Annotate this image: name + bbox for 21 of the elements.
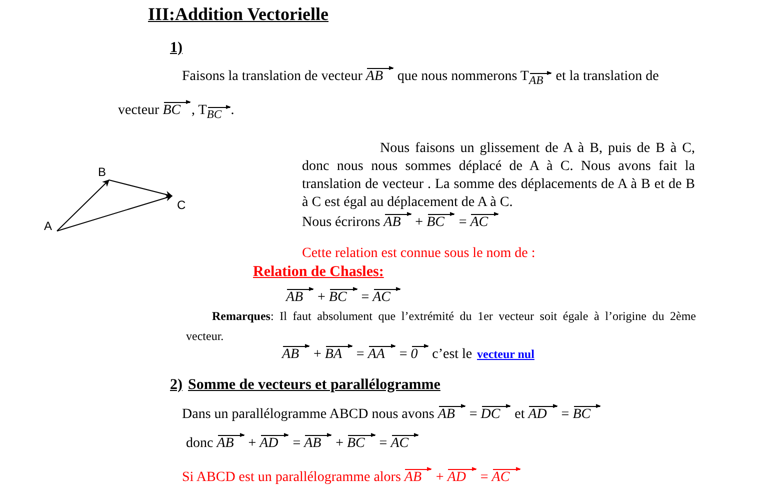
- subsection-number: 2): [170, 377, 182, 394]
- equation-line: donc AB⃗ + AD⃗ = AB⃗ + BC⃗ = AC⃗: [186, 433, 420, 452]
- relation-heading: Relation de Chasles:: [253, 264, 384, 281]
- point-label: C: [177, 199, 186, 212]
- equation: AB⃗ + BA⃗ = AA⃗ = 0⃗ c’est le: [282, 344, 472, 363]
- point-label: A: [44, 220, 52, 233]
- link: vecteur nul: [477, 347, 534, 362]
- equation: Nous écrirons AB⃗ + BC⃗ = AC⃗: [302, 212, 500, 231]
- equation-line: Dans un parallélogramme ABCD nous avons AB⃗ = DC⃗ et AD⃗ = BC⃗: [182, 404, 602, 423]
- conclusion-text: Si ABCD est un parallélogramme alors AB⃗ + AD⃗ = AC⃗: [182, 467, 521, 486]
- paragraph: Nous faisons un glissement de A à B, puis de B à C, donc nous nous sommes déplacé de A à C. Nous avons fait la translation de vecteur . La somme des déplacements de A à B et de B à C est égal au déplacement de A à C.: [302, 140, 695, 212]
- subsection-heading: Somme de vecteurs et parallélogramme: [188, 377, 440, 394]
- section-heading: III:Addition Vectorielle: [148, 4, 329, 25]
- subsection-number: 1): [170, 40, 182, 57]
- note-text: Cette relation est connue sous le nom de :: [302, 246, 536, 262]
- vector-arrow: [56, 180, 110, 232]
- vector-arrow: [108, 180, 173, 198]
- remark-paragraph: Remarques: Il faut absolument que l’extrémité du 1er vecteur soit égale à l’origine du 2ème vecteur.: [186, 308, 696, 345]
- equation: AB⃗ + BC⃗ = AC⃗: [286, 287, 402, 306]
- point-label: B: [98, 166, 106, 179]
- vector-arrow: [56, 194, 173, 232]
